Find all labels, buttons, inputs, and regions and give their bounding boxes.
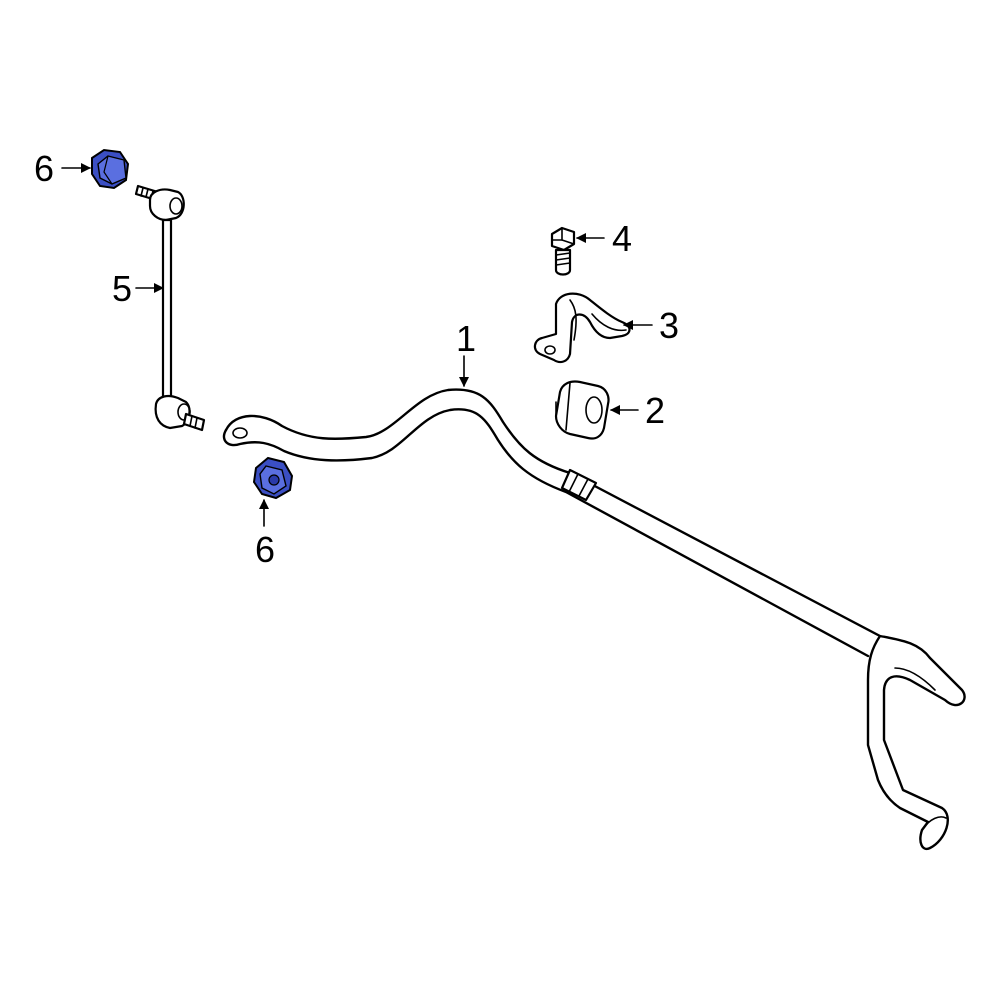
bracket[interactable]	[533, 292, 631, 364]
callout-3: 3	[659, 305, 679, 346]
bushing[interactable]	[554, 380, 610, 440]
callout-5: 5	[112, 268, 132, 309]
flange-nut-lower[interactable]	[252, 456, 294, 500]
stabilizer-bar[interactable]	[222, 388, 966, 851]
stabilizer-link[interactable]	[134, 184, 206, 432]
leader-lines	[61, 163, 653, 527]
callout-2: 2	[645, 390, 665, 431]
callout-6-upper: 6	[34, 148, 54, 189]
callout-4: 4	[612, 218, 632, 259]
bolt[interactable]	[550, 226, 576, 276]
flange-nut-upper[interactable]	[91, 148, 130, 190]
callout-1: 1	[456, 318, 476, 359]
callout-6-lower: 6	[255, 529, 275, 570]
callout-labels: 1 2 3 4 5 6 6	[34, 148, 679, 570]
